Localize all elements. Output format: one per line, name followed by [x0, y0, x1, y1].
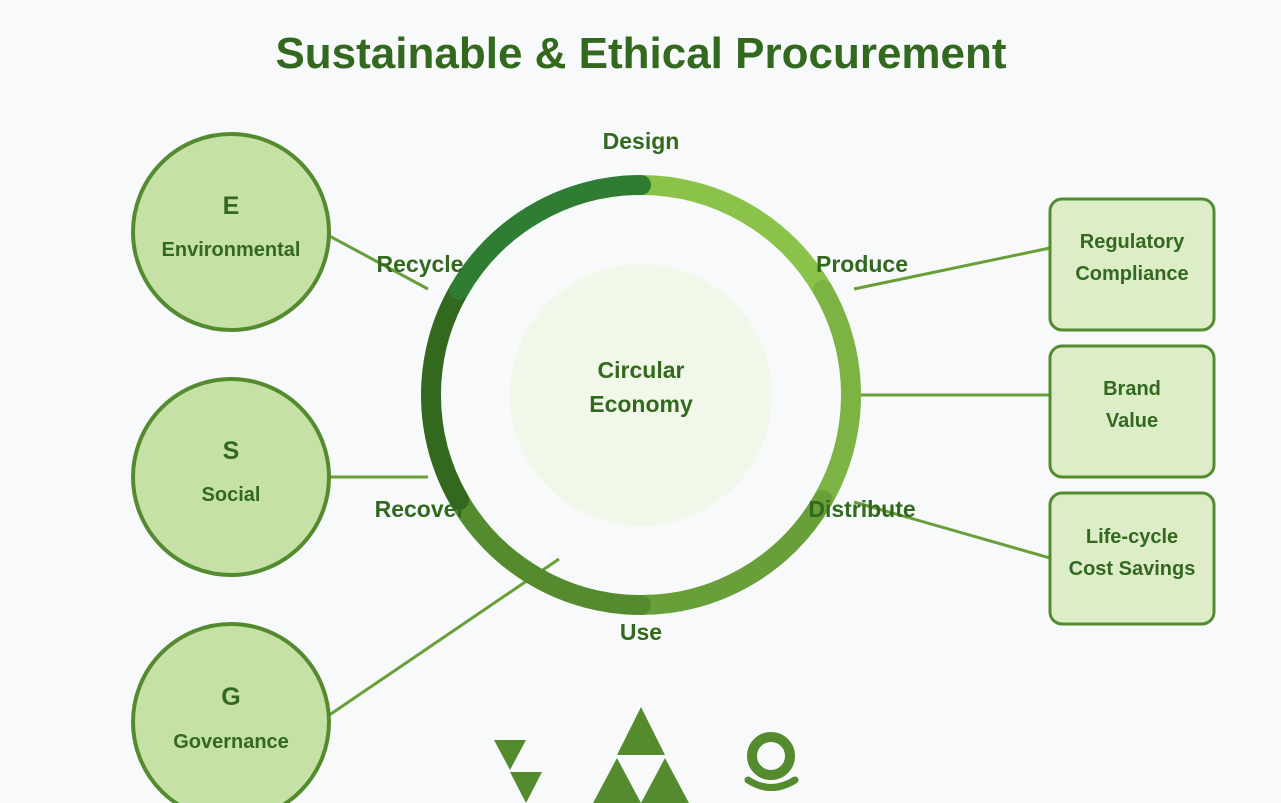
esg-label: Governance — [173, 731, 289, 753]
ring-arc-design — [631, 175, 833, 300]
connector-g — [321, 557, 560, 722]
esg-letter: E — [223, 192, 240, 220]
leaf-triangles-icon — [494, 740, 542, 803]
esg-label: Environmental — [162, 239, 301, 261]
ring-arc-recycle — [449, 175, 651, 300]
center-line1: Circular — [598, 357, 685, 383]
stage-use: Use — [620, 619, 662, 645]
esg-letter: G — [221, 683, 240, 711]
stage-distribute: Distribute — [808, 496, 915, 522]
connectors — [321, 230, 1051, 722]
esg-letter: S — [223, 437, 240, 465]
benefit-regulatory-compliance: Regulatory Compliance — [1048, 197, 1216, 332]
connector-regulatory — [853, 246, 1051, 291]
esg-governance: G Governance — [131, 622, 331, 803]
center-line2: Economy — [589, 391, 693, 417]
ring-arc-recover — [421, 280, 470, 510]
benefit-line2: Compliance — [1075, 263, 1188, 285]
center-circle — [510, 264, 772, 526]
ring-arc-distribute — [631, 490, 833, 615]
lifecycle-ring — [421, 175, 861, 615]
benefit-line1: Regulatory — [1080, 231, 1185, 253]
stage-design: Design — [603, 128, 680, 154]
benefit-lifecycle-cost-savings: Life-cycle Cost Savings — [1048, 491, 1216, 626]
ring-arc-use — [449, 490, 651, 615]
esg-label: Social — [202, 484, 261, 506]
stage-produce: Produce — [816, 251, 908, 277]
stage-recover: Recover — [375, 496, 466, 522]
benefit-line1: Brand — [1103, 378, 1161, 400]
stage-recycle: Recycle — [377, 251, 464, 277]
page-title: Sustainable & Ethical Procurement — [275, 29, 1006, 78]
triforce-icon — [593, 707, 689, 803]
person-icon — [744, 732, 799, 791]
benefit-line2: Cost Savings — [1069, 558, 1196, 580]
connector-e — [321, 230, 429, 291]
benefit-line2: Value — [1106, 410, 1158, 432]
benefit-line1: Life-cycle — [1086, 526, 1178, 548]
esg-environmental: E Environmental — [131, 132, 331, 332]
benefit-brand-value: Brand Value — [1048, 344, 1216, 479]
ring-arc-produce — [812, 280, 861, 510]
esg-social: S Social — [131, 377, 331, 577]
connector-lifecycle — [853, 500, 1051, 560]
